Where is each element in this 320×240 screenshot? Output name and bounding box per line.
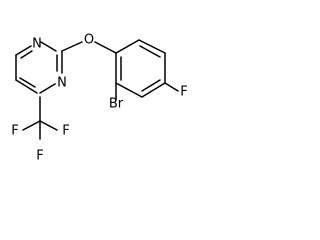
bond-cf3-f-left xyxy=(22,120,41,131)
bond-n1-c2 xyxy=(40,41,57,52)
chemical-structure-diagram: N N O Br F F F F xyxy=(11,33,187,164)
bond-b5-b6 xyxy=(115,82,143,98)
bond-c6-n1-inner xyxy=(20,50,33,59)
ether-linkage xyxy=(61,41,117,54)
atom-o-ether: O xyxy=(84,33,94,48)
atom-f-left: F xyxy=(11,124,18,139)
bond-b4-b5 xyxy=(141,82,166,98)
atom-f-ring: F xyxy=(180,85,187,100)
bond-cf3-f-right xyxy=(39,120,58,131)
bond-b2-b3 xyxy=(138,39,166,54)
bond-b2-b3-inner xyxy=(139,45,161,58)
bond-o-aryl xyxy=(94,41,117,54)
atom-br: Br xyxy=(109,97,124,112)
bond-b1-b2 xyxy=(115,39,140,54)
bond-aryl-f xyxy=(164,82,179,92)
bond-c4-c5 xyxy=(15,79,38,94)
bond-n3-c4 xyxy=(39,83,56,94)
atom-n-top: N xyxy=(32,37,42,52)
bond-b4-b5-inner xyxy=(141,79,161,92)
bond-c6-n1 xyxy=(15,45,32,56)
atom-f-right: F xyxy=(62,124,69,139)
benzene-ring xyxy=(115,39,166,98)
bond-c2-o xyxy=(61,41,83,52)
pyrimidine-ring xyxy=(15,41,63,94)
atom-n-bottom: N xyxy=(57,76,67,91)
bond-c4-c5-inner xyxy=(19,77,36,88)
atom-f-bottom: F xyxy=(36,149,43,164)
